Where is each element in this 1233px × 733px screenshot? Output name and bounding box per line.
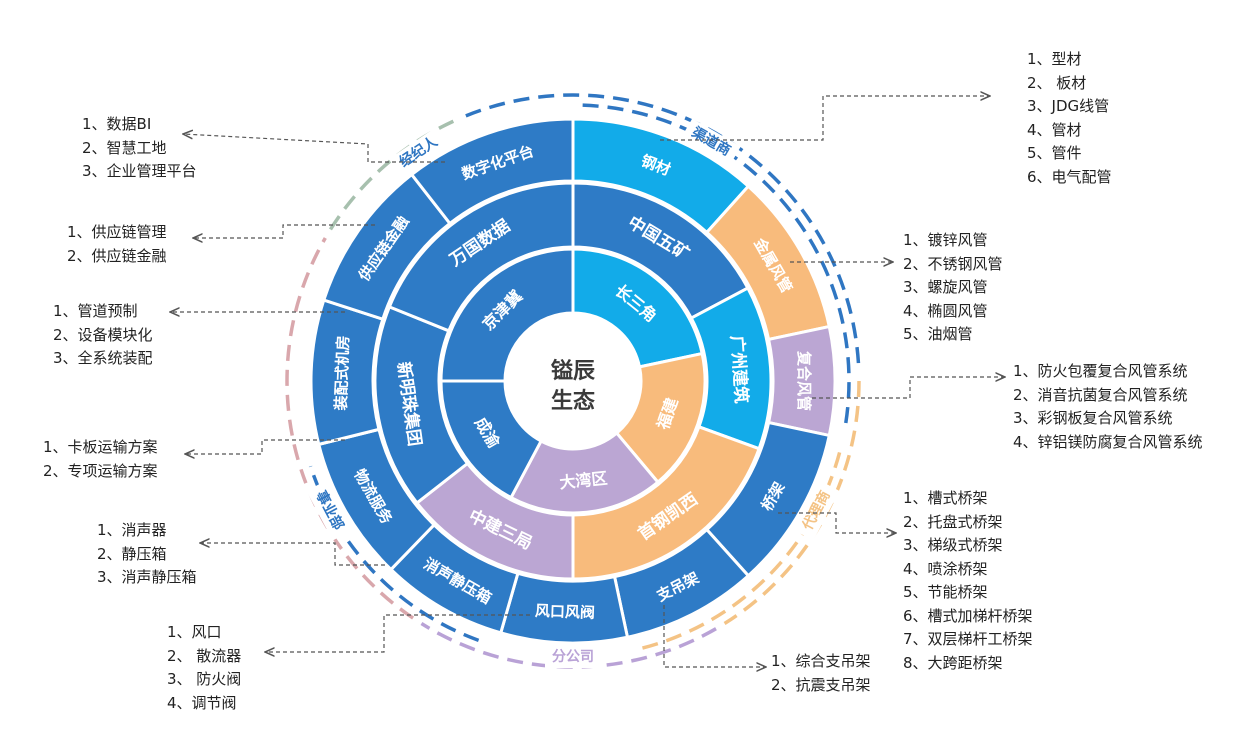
supply-finance-list: 1、供应链管理 2、供应链金融 bbox=[67, 221, 167, 268]
list-item: 4、管材 bbox=[1027, 120, 1082, 139]
list-item: 3、企业管理平台 bbox=[82, 162, 197, 180]
connector-finance bbox=[193, 224, 375, 238]
connector-vent bbox=[265, 614, 530, 652]
center-title-line2: 生态 bbox=[551, 388, 595, 414]
list-item: 2、智慧工地 bbox=[82, 138, 167, 157]
list-item: 8、大跨距桥架 bbox=[903, 653, 1003, 672]
dashed-arc bbox=[582, 103, 851, 430]
center-title-line1: 镒辰 bbox=[551, 359, 595, 384]
inner-segment bbox=[509, 430, 660, 515]
outer-segment-label: 复合风管 bbox=[795, 350, 813, 411]
list-item: 5、节能桥架 bbox=[903, 583, 988, 601]
list-item: 3、 防火阀 bbox=[167, 670, 242, 688]
list-item: 4、椭圆风管 bbox=[903, 301, 988, 320]
list-item: 2、设备模块化 bbox=[53, 325, 153, 344]
list-item: 1、镀锌风管 bbox=[903, 231, 988, 249]
center-circle: 镒辰 生态 bbox=[507, 315, 639, 447]
list-item: 2、 板材 bbox=[1027, 73, 1087, 92]
list-item: 1、消声器 bbox=[97, 521, 167, 539]
hanger-product-list: 1、综合支吊架 2、抗震支吊架 bbox=[771, 650, 871, 697]
list-item: 3、JDG线管 bbox=[1027, 97, 1110, 115]
list-item: 4、喷涂桥架 bbox=[903, 559, 988, 578]
outer-segment-label: 装配式机房 bbox=[332, 335, 353, 412]
inner-segment bbox=[571, 247, 704, 369]
list-item: 7、双层梯杆工桥架 bbox=[903, 630, 1033, 648]
list-item: 2、供应链金融 bbox=[67, 246, 167, 265]
steel-product-list: 1、型材 2、 板材 3、JDG线管 4、管材 5、管件 6、电气配管 bbox=[1027, 48, 1112, 189]
inner-segment bbox=[439, 247, 575, 383]
composite-duct-product-list: 1、防火包覆复合风管系统 2、消音抗菌复合风管系统 3、彩钢板复合风管系统 4、锌铝镁… bbox=[1013, 360, 1203, 454]
list-item: 1、风口 bbox=[167, 623, 222, 641]
list-item: 1、供应链管理 bbox=[67, 223, 167, 241]
list-item: 4、锌铝镁防腐复合风管系统 bbox=[1013, 432, 1203, 451]
list-item: 2、抗震支吊架 bbox=[771, 675, 871, 694]
connector-hanger bbox=[663, 605, 766, 667]
outer-segment-label: 风口风阀 bbox=[535, 602, 596, 622]
list-item: 1、管道预制 bbox=[53, 302, 138, 320]
channel-label-bg bbox=[681, 118, 741, 166]
channel-label: 分公司 bbox=[552, 649, 594, 665]
list-item: 1、槽式桥架 bbox=[903, 489, 988, 507]
list-item: 6、电气配管 bbox=[1027, 167, 1112, 186]
dashed-arc bbox=[465, 93, 861, 372]
inner-segment-label: 大湾区 bbox=[559, 468, 609, 492]
channel-label-bg bbox=[545, 646, 601, 668]
list-item: 5、管件 bbox=[1027, 144, 1082, 162]
list-item: 2、静压箱 bbox=[97, 544, 167, 563]
metal-duct-product-list: 1、镀锌风管 2、不锈钢风管 3、螺旋风管 4、椭圆风管 5、油烟管 bbox=[903, 229, 1003, 347]
connector-logistics bbox=[185, 439, 345, 454]
segment-rings: 钢材金属风管复合风管桥架支吊架风口风阀消声静压箱物流服务装配式机房供应链金融数字… bbox=[309, 117, 837, 645]
connector-bridge bbox=[778, 512, 896, 533]
list-item: 2、消音抗菌复合风管系统 bbox=[1013, 385, 1188, 404]
dashed-arc bbox=[723, 380, 861, 626]
connector-digital bbox=[183, 134, 445, 163]
leader-lines bbox=[170, 96, 1005, 667]
outer-segment bbox=[409, 117, 575, 226]
digital-platform-list: 1、数据BI 2、智慧工地 3、企业管理平台 bbox=[82, 113, 197, 184]
list-item: 1、型材 bbox=[1027, 50, 1082, 68]
list-item: 2、托盘式桥架 bbox=[903, 512, 1003, 531]
list-item: 1、防火包覆复合风管系统 bbox=[1013, 362, 1188, 380]
prefab-room-list: 1、管道预制 2、设备模块化 3、全系统装配 bbox=[53, 300, 153, 371]
list-item: 3、螺旋风管 bbox=[903, 278, 988, 296]
connector-composite-duct bbox=[812, 377, 1005, 399]
connector-silencer bbox=[200, 543, 385, 566]
list-item: 2、专项运输方案 bbox=[43, 461, 158, 480]
list-item: 1、数据BI bbox=[82, 115, 152, 133]
list-item: 6、槽式加梯杆桥架 bbox=[903, 606, 1033, 625]
dashed-arc bbox=[308, 465, 480, 643]
list-item: 1、卡板运输方案 bbox=[43, 438, 158, 456]
logistics-service-list: 1、卡板运输方案 2、专项运输方案 bbox=[43, 436, 158, 483]
list-item: 2、 散流器 bbox=[167, 646, 242, 665]
list-item: 5、油烟管 bbox=[903, 325, 973, 343]
list-item: 3、梯级式桥架 bbox=[903, 536, 1003, 554]
channel-label-bg bbox=[793, 480, 840, 541]
vent-product-list: 1、风口 2、 散流器 3、 防火阀 4、调节阀 bbox=[167, 621, 241, 715]
middle-segment bbox=[387, 181, 575, 333]
dashed-arc bbox=[328, 118, 458, 231]
middle-segment-label: 广州建筑 bbox=[726, 335, 752, 404]
list-item: 3、全系统装配 bbox=[53, 349, 153, 367]
connector-steel bbox=[660, 96, 990, 141]
dashed-arc bbox=[285, 237, 327, 461]
channel-label-bg bbox=[389, 127, 449, 177]
list-item: 1、综合支吊架 bbox=[771, 652, 871, 670]
list-item: 4、调节阀 bbox=[167, 693, 237, 712]
list-item: 3、消声静压箱 bbox=[97, 568, 197, 586]
bridge-product-list: 1、槽式桥架 2、托盘式桥架 3、梯级式桥架 4、喷涂桥架 5、节能桥架 6、槽式加梯杆桥… bbox=[903, 487, 1033, 675]
list-item: 2、不锈钢风管 bbox=[903, 254, 1003, 273]
list-item: 3、彩钢板复合风管系统 bbox=[1013, 409, 1173, 427]
channel-label-bg bbox=[306, 480, 353, 541]
silencer-product-list: 1、消声器 2、静压箱 3、消声静压箱 bbox=[97, 519, 197, 590]
